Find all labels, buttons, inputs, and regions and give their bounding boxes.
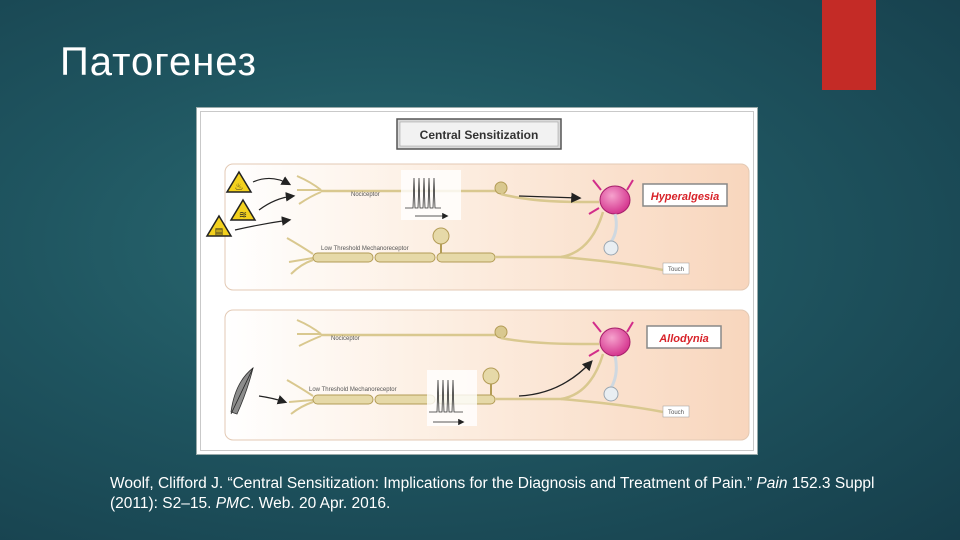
hyperalgesia-label: Hyperalgesia [642, 183, 728, 207]
figure-heading: Central Sensitization [420, 128, 539, 142]
projection-neuron-bottom [588, 321, 634, 402]
heat-hazard-icon: ♨ [225, 170, 253, 193]
svg-text:▤: ▤ [215, 226, 224, 236]
slide-title: Патогенез [60, 40, 257, 84]
nociceptor-label-top: Nociceptor [351, 192, 380, 198]
bottom-panel: Nociceptor Low Threshold Mechanoreceptor [224, 309, 750, 441]
mechanoreceptor-label-top: Low Threshold Mechanoreceptor [321, 246, 409, 252]
accent-bar [822, 0, 876, 90]
allodynia-label: Allodynia [646, 325, 722, 349]
mechanoreceptor-label-bottom: Low Threshold Mechanoreceptor [309, 387, 397, 393]
heading-box: Central Sensitization [396, 118, 562, 150]
svg-text:≋: ≋ [239, 210, 247, 221]
nociceptor-label-bottom: Nociceptor [331, 336, 360, 342]
feather-icon [230, 366, 254, 415]
spike-train-top [401, 170, 461, 220]
citation-journal: Pain [756, 475, 788, 492]
spike-train-bottom [427, 370, 477, 426]
top-panel: ♨ ≋ ▤ [205, 163, 750, 291]
nociceptor-fiber-bottom [296, 319, 599, 347]
citation-access: . Web. 20 Apr. 2016. [250, 495, 391, 512]
mechanoreceptor-fiber-top [286, 211, 664, 275]
svg-text:Allodynia: Allodynia [658, 333, 709, 345]
citation-database: PMC [215, 495, 251, 512]
touch-label-bottom: Touch [668, 410, 684, 416]
central-sensitization-figure: Central Sensitization ♨ ≋ ▤ [196, 107, 758, 455]
chemical-hazard-icon: ≋ [229, 198, 257, 221]
projection-neuron-top [588, 179, 634, 256]
citation: Woolf, Clifford J. “Central Sensitizatio… [110, 474, 890, 514]
figure-frame: Central Sensitization ♨ ≋ ▤ [200, 111, 754, 451]
svg-text:♨: ♨ [235, 182, 244, 193]
diagram-svg: Central Sensitization ♨ ≋ ▤ [205, 118, 750, 441]
svg-text:Hyperalgesia: Hyperalgesia [651, 191, 719, 203]
touch-label-top: Touch [668, 267, 684, 273]
citation-text: Woolf, Clifford J. “Central Sensitizatio… [110, 475, 757, 492]
citation-volume: 152.3 Suppl (2011): S2–15. [110, 475, 875, 512]
corrosive-hazard-icon: ▤ [205, 214, 233, 237]
